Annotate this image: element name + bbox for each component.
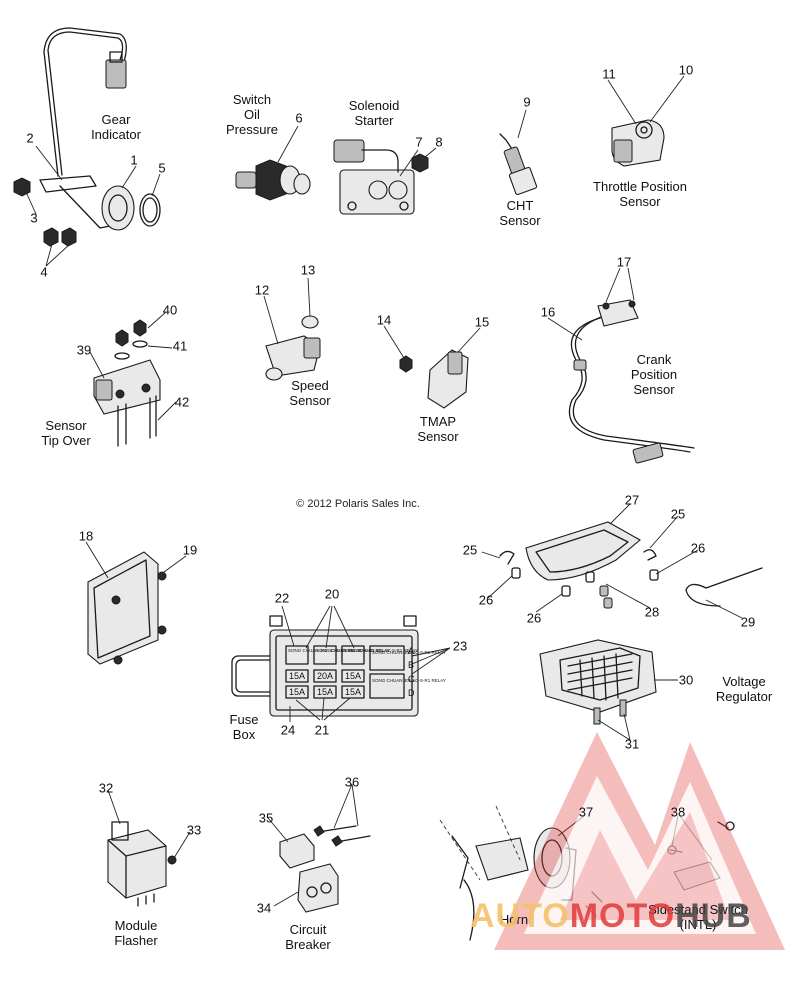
tip-over-sensor-drawing [93,319,161,447]
horn-drawing [439,805,577,941]
callout-7: 7 [415,134,423,150]
callout-41: 41 [172,338,188,354]
starter-solenoid-drawing [333,139,429,215]
caption-throttle-position-sensor: Throttle Position Sensor [593,179,687,209]
caption-circuit-breaker: Circuit Breaker [285,922,331,952]
callout-3: 3 [30,210,38,226]
callout-21: 21 [314,722,330,738]
gear-indicator-drawing [13,27,161,247]
callout-33: 33 [186,822,202,838]
copyright-notice: © 2012 Polaris Sales Inc. [296,498,420,510]
callout-10: 10 [678,62,694,78]
callout-36: 36 [344,774,360,790]
fuse-rating-4: 15A [289,687,306,697]
fuse-relay-label-2: SONG CHUAN 301-1C-S-R1 RELAY [316,648,390,653]
callout-26c: 26 [526,610,542,626]
callout-17: 17 [616,254,632,270]
callout-40: 40 [162,302,178,318]
callout-9: 9 [523,94,531,110]
fuse-row-a: A [408,646,415,656]
caption-solenoid-starter: Solenoid Starter [348,98,400,128]
callout-22: 22 [274,590,290,606]
callout-32: 32 [98,780,114,796]
fuse-rating-5: 15A [317,687,334,697]
crank-position-sensor-drawing [568,299,695,464]
callout-2: 2 [26,130,34,146]
voltage-regulator-drawing [539,639,657,725]
callout-14: 14 [376,312,392,328]
oil-pressure-switch-drawing [235,159,311,201]
callout-24: 24 [280,722,296,738]
watermark-part-a: AUTO [470,897,570,935]
callout-18: 18 [78,528,94,544]
tmap-sensor-drawing [399,349,469,409]
callout-15: 15 [474,314,490,330]
callout-30: 30 [678,672,694,688]
fuse-rating-3: 15A [345,671,362,681]
callout-38: 38 [670,804,686,820]
callout-42: 42 [174,394,190,410]
callout-37: 37 [578,804,594,820]
caption-sensor-tip-over: Sensor Tip Over [41,418,91,448]
callout-25a: 25 [462,542,478,558]
fuse-row-c: C [408,674,415,684]
callout-11: 11 [602,66,616,82]
caption-voltage-regulator: Voltage Regulator [715,674,773,704]
callout-1: 1 [130,152,138,168]
callout-26a: 26 [478,592,494,608]
fuse-relay-label-5: SONG CHUAN 301-1C-S-R1 RELAY [372,678,446,683]
watermark-text: AUTOMOTOHUB [470,897,752,936]
harness-parts-drawing [499,521,763,609]
callout-23: 23 [452,638,468,654]
callout-25b: 25 [670,506,686,522]
watermark-part-c: HUB [675,897,752,935]
callout-13: 13 [300,262,316,278]
callout-6: 6 [295,110,303,126]
fuse-relay-label-4: SONG CHUAN 301-1C-S-R1 RELAY [372,650,446,655]
caption-horn: Horn [499,912,529,927]
fuse-relay-label-3: SONG CHUAN 301-1C-S-R1 RELAY [344,648,418,653]
callout-31: 31 [624,736,640,752]
caption-cht-sensor: CHT Sensor [499,198,541,228]
module-drawing [87,551,167,665]
fuse-row-b: B [408,660,415,670]
callout-28: 28 [644,604,660,620]
caption-switch-oil-pressure: Switch Oil Pressure [225,92,279,137]
callout-29: 29 [740,614,756,630]
fuse-rating-1: 15A [289,671,306,681]
callout-8: 8 [435,134,443,150]
callout-39: 39 [76,342,92,358]
callout-4: 4 [40,264,48,280]
callout-19: 19 [182,542,198,558]
callout-34: 34 [256,900,272,916]
fuse-rating-6: 15A [345,687,362,697]
cht-sensor-drawing [499,133,538,196]
throttle-position-sensor-drawing [611,119,665,167]
callout-12: 12 [254,282,270,298]
caption-fuse-box: Fuse Box [229,712,259,742]
caption-crank-position-sensor: Crank Position Sensor [630,352,678,397]
caption-gear-indicator: Gear Indicator [91,112,141,142]
fuse-relay-label-1: SONG CHUAN 301-1C-S-R1 RELAY [288,648,362,653]
circuit-breaker-drawing [279,825,371,913]
callout-27: 27 [624,492,640,508]
caption-tmap-sensor: TMAP Sensor [417,414,459,444]
callout-16: 16 [540,304,556,320]
fuse-row-d: D [408,688,415,698]
module-flasher-drawing [107,821,177,907]
speed-sensor-drawing [265,315,321,381]
caption-sidestand-switch: Sidestand Switch (INTL) [648,902,748,932]
caption-speed-sensor: Speed Sensor [289,378,331,408]
callout-5: 5 [158,160,166,176]
callout-26b: 26 [690,540,706,556]
caption-module-flasher: Module Flasher [114,918,158,948]
watermark-logo [494,732,785,950]
callout-20: 20 [324,586,340,602]
fuse-rating-2: 20A [317,671,334,681]
callout-35: 35 [258,810,274,826]
watermark-part-b: MOTO [569,897,676,935]
fuse-box-drawing [231,615,419,717]
